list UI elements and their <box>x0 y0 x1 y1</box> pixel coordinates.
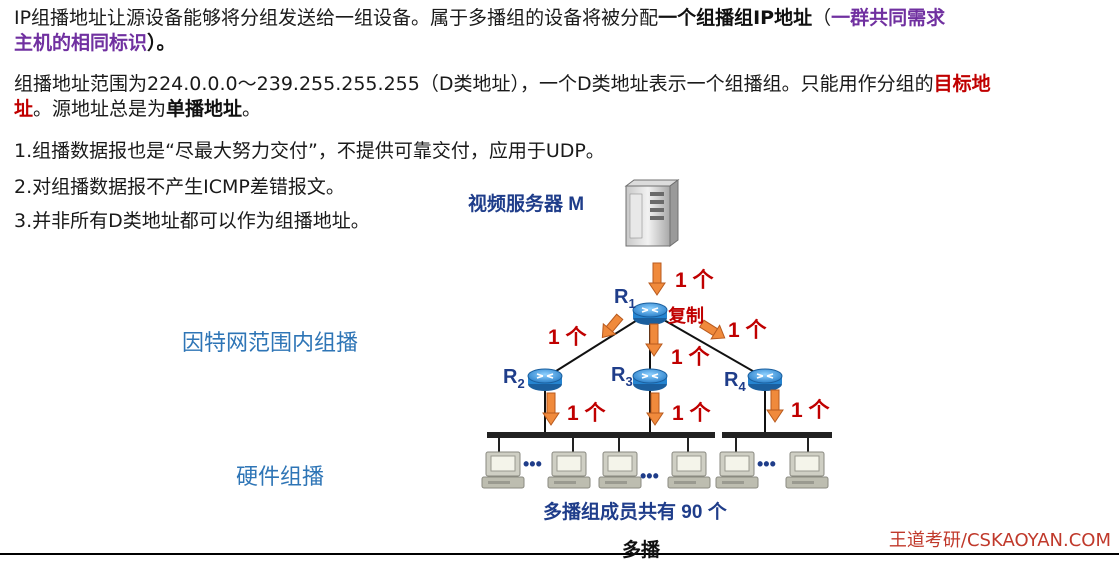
range-text-2: 。源地址总是为 <box>33 98 167 120</box>
lan-segment <box>605 432 715 452</box>
packet-count-label: 1 个 <box>672 402 712 425</box>
packet-count-label: 1 个 <box>675 269 715 292</box>
router-icon <box>747 368 783 392</box>
router-icon <box>632 302 668 326</box>
bottom-divider <box>0 553 1119 555</box>
members-caption: 多播组成员共有 90 个 <box>543 500 728 523</box>
intro-paragraph: IP组播地址让源设备能够将分组发送给一组设备。属于多播组的设备将被分配一个组播组… <box>14 6 945 56</box>
list-item: 3.并非所有D类地址都可以作为组播地址。 <box>14 210 370 232</box>
host-computer-icon <box>715 451 759 489</box>
range-text-3: 。 <box>242 98 262 120</box>
router-letter: R <box>503 366 518 388</box>
intro-highlight-group-2: 主机的相同标识 <box>14 32 148 54</box>
server-label: 视频服务器 M <box>468 192 584 215</box>
intro-highlight-ip: 一个组播组IP地址 <box>658 7 813 29</box>
list-item: 1.组播数据报也是“尽最大努力交付”，不提供可靠交付，应用于UDP。 <box>14 140 605 162</box>
list-item: 2.对组播数据报不产生ICMP差错报文。 <box>14 176 345 198</box>
packet-count-label: 1 个 <box>567 402 607 425</box>
router-icon <box>632 368 668 392</box>
copy-label: 复制 <box>667 305 704 326</box>
router-label: R1 <box>614 286 636 311</box>
arrow-down-icon <box>766 389 784 423</box>
router-label: R2 <box>503 366 525 391</box>
router-subscript: 2 <box>517 376 524 391</box>
router-label: R3 <box>611 364 633 389</box>
router-letter: R <box>614 286 629 308</box>
range-text: 组播地址范围为224.0.0.0～239.255.255.255（D类地址），一… <box>14 73 934 95</box>
packet-count-label: 1 个 <box>548 326 588 349</box>
intro-text: IP组播地址让源设备能够将分组发送给一组设备。属于多播组的设备将被分配 <box>14 7 659 29</box>
range-highlight-unicast: 单播地址 <box>166 98 243 120</box>
ellipsis: ••• <box>640 466 659 486</box>
slide-title: 多播 <box>622 539 661 561</box>
intro-paren-close: ）。 <box>147 32 176 54</box>
host-computer-icon <box>667 451 711 489</box>
router-label: R4 <box>724 369 746 394</box>
packet-count-label: 1 个 <box>671 346 711 369</box>
ellipsis: ••• <box>523 454 542 474</box>
host-computer-icon <box>598 451 642 489</box>
packet-count-label: 1 个 <box>728 319 768 342</box>
internet-multicast-label: 因特网范围内组播 <box>182 331 359 356</box>
lan-links <box>544 386 766 435</box>
intro-paren-open: （ <box>812 7 832 29</box>
host-computer-icon <box>481 451 525 489</box>
lan-segment <box>487 432 605 452</box>
intro-highlight-group: 一群共同需求 <box>831 7 946 29</box>
router-letter: R <box>724 369 739 391</box>
router-subscript: 3 <box>625 374 632 389</box>
arrow-down-icon <box>648 262 666 296</box>
lan-segment <box>722 432 832 452</box>
router-letter: R <box>611 364 626 386</box>
range-highlight-target-2: 址 <box>14 98 34 120</box>
arrow-down-icon <box>645 323 663 357</box>
packet-count-label: 1 个 <box>791 399 831 422</box>
host-computer-icon <box>547 451 591 489</box>
arrow-down-right-icon <box>699 319 726 340</box>
router-subscript: 1 <box>628 296 635 311</box>
router-subscript: 4 <box>738 379 746 394</box>
router-icon <box>527 368 563 392</box>
brand-watermark: 王道考研/CSKAOYAN.COM <box>888 530 1111 551</box>
range-paragraph: 组播地址范围为224.0.0.0～239.255.255.255（D类地址），一… <box>14 72 991 122</box>
hardware-multicast-label: 硬件组播 <box>236 465 325 490</box>
range-highlight-target: 目标地 <box>933 73 991 95</box>
ellipsis: ••• <box>757 454 776 474</box>
arrow-down-left-icon <box>601 313 624 339</box>
host-computer-icon <box>785 451 829 489</box>
server-icon <box>624 179 680 247</box>
